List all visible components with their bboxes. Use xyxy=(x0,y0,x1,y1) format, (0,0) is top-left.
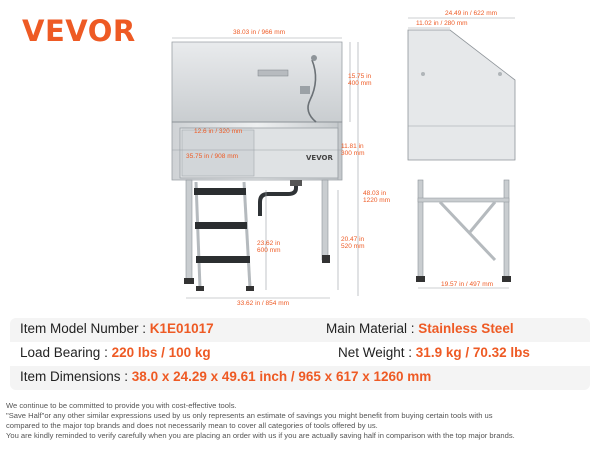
disclaimer-line: We continue to be committed to provide y… xyxy=(6,401,237,410)
staircase xyxy=(194,181,254,291)
side-panel xyxy=(407,29,516,161)
tub-back-wall xyxy=(171,41,343,123)
dim-basin-depth: 11.81 in 300 mm xyxy=(341,143,365,158)
dim-side-top: 11.02 in / 280 mm xyxy=(416,20,468,27)
spec-label: Net Weight : xyxy=(338,345,416,360)
shower-hose xyxy=(307,59,317,123)
tub-door xyxy=(181,129,255,177)
dim-base-width: 33.62 in / 854 mm xyxy=(237,300,290,307)
tub-side-view xyxy=(407,29,516,282)
spec-row: Item Model Number : K1E01017 Main Materi… xyxy=(10,318,590,342)
step-1 xyxy=(194,188,246,195)
drain-pipe xyxy=(258,180,298,216)
dim-front-height: 15.75 in 400 mm xyxy=(348,73,372,88)
spec-label: Load Bearing : xyxy=(20,345,112,360)
spec-value: Stainless Steel xyxy=(418,321,514,336)
spec-weight: Net Weight : 31.9 kg / 70.32 lbs xyxy=(338,345,530,360)
dim-side-base: 19.57 in / 497 mm xyxy=(441,281,494,288)
step-2 xyxy=(195,222,247,229)
spec-dimensions: Item Dimensions : 38.0 x 24.29 x 49.61 i… xyxy=(20,369,431,384)
spec-row: Load Bearing : 220 lbs / 100 kg Net Weig… xyxy=(10,342,590,366)
dim-inner-small: 12.6 in / 320 mm xyxy=(194,128,243,135)
spec-row: Item Dimensions : 38.0 x 24.29 x 49.61 i… xyxy=(10,366,590,390)
spec-value: K1E01017 xyxy=(149,321,214,336)
dim-total-height: 48.03 in 1220 mm xyxy=(363,190,391,205)
disclaimer-line: You are kindly reminded to verify carefu… xyxy=(6,431,515,440)
dim-stair-height: 23.62 in 600 mm xyxy=(257,240,281,255)
spec-load: Load Bearing : 220 lbs / 100 kg xyxy=(20,345,211,360)
disclaimer-line: compared to the major top brands and doe… xyxy=(6,421,378,430)
dimension-lines xyxy=(172,37,359,299)
spec-value: 38.0 x 24.29 x 49.61 inch / 965 x 617 x … xyxy=(131,369,432,384)
product-diagram: VEVOR xyxy=(171,17,516,299)
shower-head xyxy=(257,69,289,77)
step-3 xyxy=(196,256,250,263)
spec-model: Item Model Number : K1E01017 xyxy=(20,321,214,336)
tub-front-view: VEVOR xyxy=(171,41,343,291)
spec-material: Main Material : Stainless Steel xyxy=(326,321,514,336)
leg-left xyxy=(185,179,193,281)
vevor-logo: VEVOR xyxy=(22,14,136,48)
spec-value: 31.9 kg / 70.32 lbs xyxy=(415,345,530,360)
tub-badge: VEVOR xyxy=(306,154,333,162)
spec-table: Item Model Number : K1E01017 Main Materi… xyxy=(10,318,590,390)
dim-leg-height: 20.47 in 520 mm xyxy=(341,236,365,251)
dim-top-width: 38.03 in / 966 mm xyxy=(233,29,286,36)
disclaimer-line: "Save Half"or any other similar expressi… xyxy=(6,411,493,420)
spec-label: Item Dimensions : xyxy=(20,369,132,384)
spec-label: Item Model Number : xyxy=(20,321,150,336)
spec-label: Main Material : xyxy=(326,321,419,336)
spec-value: 220 lbs / 100 kg xyxy=(111,345,211,360)
dim-side-width: 24.49 in / 622 mm xyxy=(445,10,498,17)
leg-right xyxy=(321,179,329,261)
dim-inner-wide: 35.75 in / 908 mm xyxy=(186,153,239,160)
